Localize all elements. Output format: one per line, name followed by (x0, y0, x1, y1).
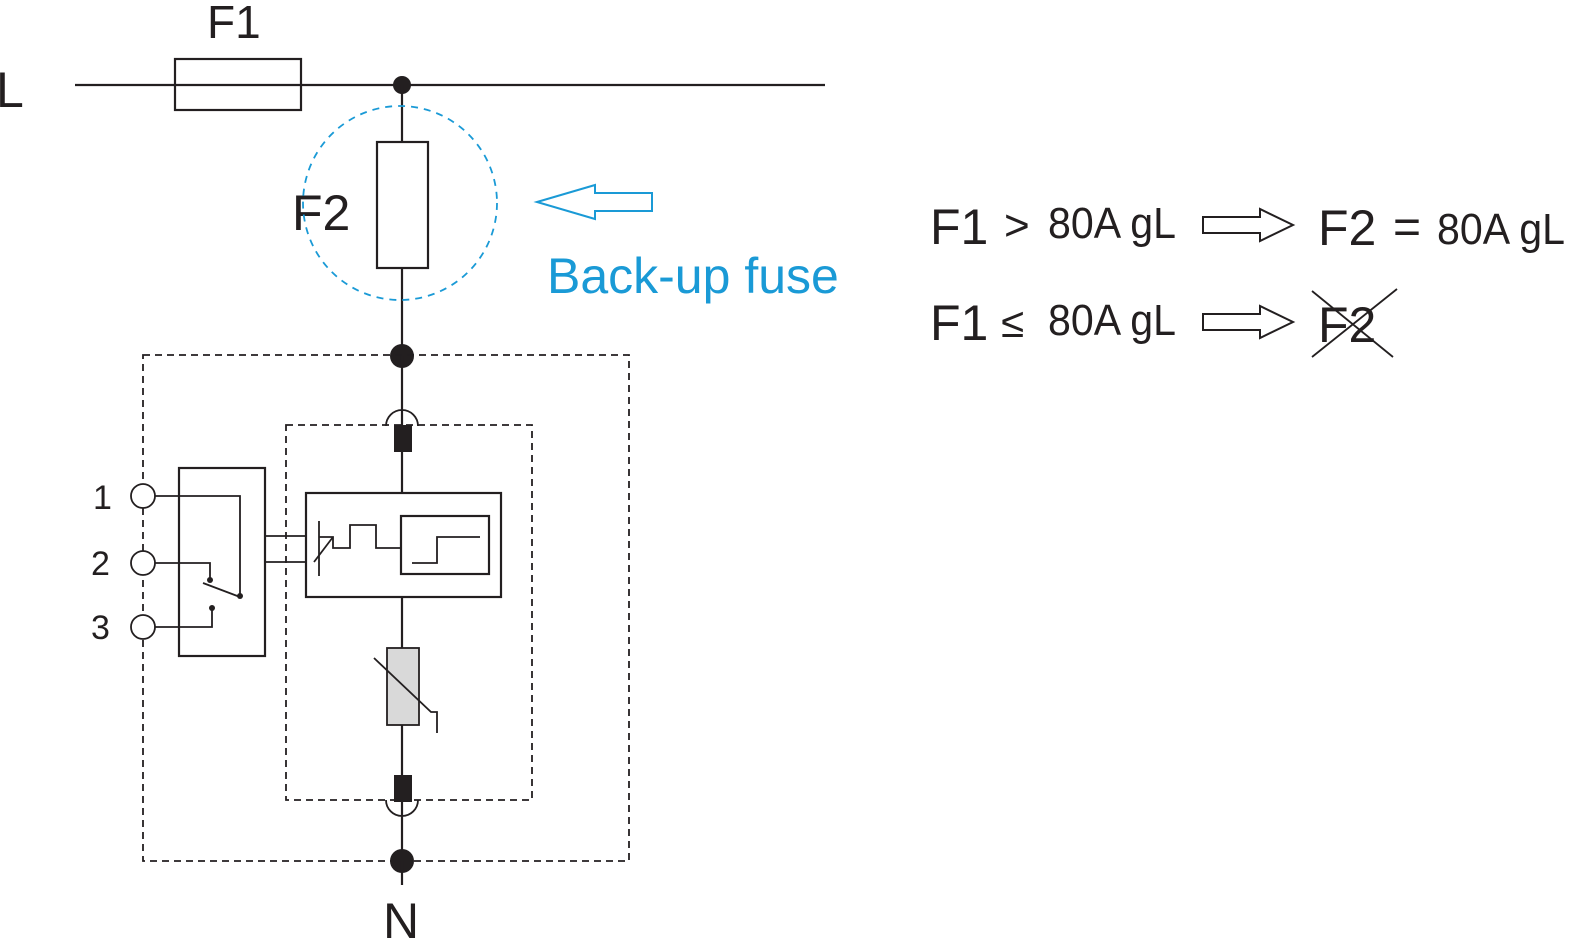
rule-1-rating: 80A gL (1048, 199, 1176, 248)
strike-cross-icon (1311, 288, 1398, 358)
rule-1-right-operator: = (1393, 201, 1421, 254)
rule-2-left: F1 (930, 295, 988, 351)
protection-module (285, 424, 533, 801)
disconnector-switch-blade (313, 536, 334, 563)
plug-contact-top (385, 409, 419, 427)
fuse-f2-label: F2 (292, 185, 350, 241)
fuse-f2 (375, 140, 430, 270)
disconnector-step-symbol (412, 536, 480, 564)
terminal-1-label: 1 (93, 479, 112, 517)
terminal-1 (130, 483, 156, 509)
terminal-2 (130, 550, 156, 576)
backup-fuse-highlight (302, 105, 498, 301)
backup-fuse-label: Back-up fuse (547, 248, 839, 304)
terminal-3 (130, 614, 156, 640)
disconnector-inner-box (399, 514, 491, 576)
neutral-label: N (383, 893, 419, 947)
rule-1-hollow-right-arrow-icon (1202, 207, 1296, 243)
rule-1-left: F1 (930, 199, 988, 255)
contact-wire-3 (155, 608, 213, 628)
device-enclosure (142, 354, 630, 862)
thermal-disconnector (304, 491, 503, 599)
connector-top (394, 425, 412, 452)
contact-nc (207, 577, 213, 583)
rule-2-hollow-right-arrow-icon (1202, 304, 1296, 340)
contact-blade (202, 582, 241, 598)
contact-wire-2 (155, 562, 211, 580)
connector-bottom (394, 775, 412, 802)
fuse-f1-label: F1 (207, 0, 261, 48)
varistor-symbol-line (373, 657, 438, 733)
rule-1-right-rating: 80A gL (1437, 205, 1565, 254)
contact-pivot (237, 593, 243, 599)
rule-2-operator: ≤ (1001, 299, 1024, 346)
rule-2-rating: 80A gL (1048, 296, 1176, 345)
terminal-3-label: 3 (91, 609, 110, 647)
rule-1-operator: > (1004, 201, 1030, 250)
terminal-2-label: 2 (91, 545, 110, 583)
disconnector-linkage (319, 524, 401, 549)
hollow-left-arrow-icon (533, 183, 653, 221)
contact-no (209, 605, 215, 611)
rule-1-right: F2 (1318, 200, 1376, 256)
signalling-contact-block (177, 466, 267, 658)
fuse-f1 (173, 57, 303, 112)
line-label: L (0, 62, 24, 118)
contact-wire-1 (155, 495, 241, 595)
